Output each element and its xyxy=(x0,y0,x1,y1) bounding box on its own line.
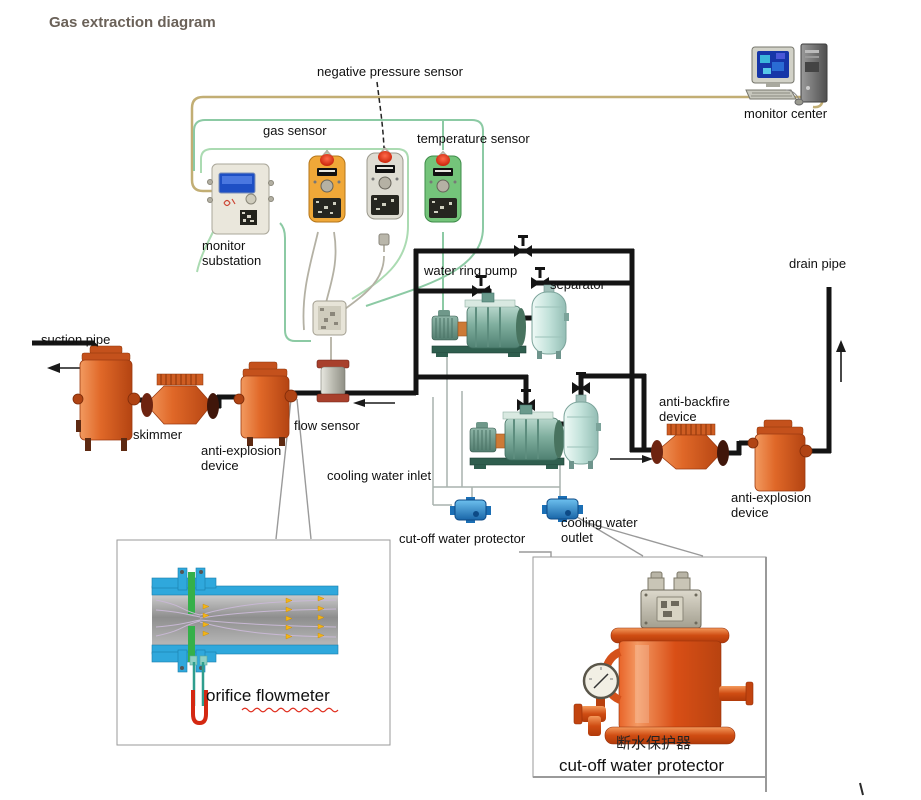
label-separator: separator xyxy=(550,277,605,292)
label-anti-explosion-left: anti-explosion device xyxy=(201,443,282,474)
monitor-substation-device xyxy=(207,163,274,235)
label-cut-off-water-protector: cut-off water protector xyxy=(399,531,526,546)
label-suction-pipe: suction pipe xyxy=(41,332,111,347)
label-temperature-sensor: temperature sensor xyxy=(417,131,530,146)
junction-box xyxy=(312,300,347,336)
valve-icon xyxy=(514,235,532,257)
page-title: Gas extraction diagram xyxy=(49,14,216,31)
flow-direction-arrows xyxy=(47,340,846,463)
label-cooling-water-outlet: cooling water outlet xyxy=(561,515,638,546)
signal-wiring xyxy=(190,95,824,361)
skimmer-device xyxy=(141,373,219,425)
separator-1 xyxy=(531,284,570,360)
anti-explosion-tank-left xyxy=(233,361,298,446)
sensor-plug xyxy=(378,233,390,246)
cooling-water-lines xyxy=(432,356,561,506)
water-ring-pump-1 xyxy=(431,292,527,358)
caption-orifice-flowmeter: orifice flowmeter xyxy=(206,686,330,705)
label-monitor-center: monitor center xyxy=(744,106,828,121)
temperature-sensor-device xyxy=(424,154,462,223)
keyboard xyxy=(745,89,797,100)
water-ring-pump-2 xyxy=(469,404,565,470)
label-flow-sensor: flow sensor xyxy=(294,418,360,433)
anti-backfire-device-graphic xyxy=(651,423,729,470)
label-drain-pipe: drain pipe xyxy=(789,256,847,271)
spellcheck-squiggle xyxy=(241,707,339,713)
orifice-flowmeter-graphic xyxy=(151,567,339,726)
caption-cut-off-protector-en: cut-off water protector xyxy=(559,756,725,775)
cut-off-water-protector-graphic xyxy=(573,571,754,745)
label-negative-pressure-sensor: negative pressure sensor xyxy=(317,64,463,79)
caption-cut-off-protector-zh: 断水保护器 xyxy=(616,735,692,752)
label-gas-sensor: gas sensor xyxy=(263,123,327,138)
negative-pressure-leader xyxy=(376,81,385,149)
label-anti-explosion-right: anti-explosion device xyxy=(731,490,812,521)
monitor-center-computer xyxy=(745,43,828,106)
flow-sensor-device xyxy=(316,359,350,403)
label-anti-backfire: anti-backfire device xyxy=(659,394,730,425)
mouse xyxy=(794,98,804,106)
suction-tank xyxy=(72,345,141,451)
leader-lines xyxy=(275,81,704,561)
manometer-u-tube xyxy=(191,690,208,726)
label-water-ring-pump: water ring pump xyxy=(424,263,518,278)
label-skimmer: skimmer xyxy=(133,427,183,442)
inset-box-edges xyxy=(533,557,767,792)
negative-pressure-sensor-device xyxy=(366,151,404,220)
cut-off-water-protector-1 xyxy=(449,496,492,524)
stray-mark xyxy=(859,782,864,796)
anti-explosion-tank-right xyxy=(747,419,813,492)
separator-2 xyxy=(563,394,602,470)
label-cooling-water-inlet: cooling water inlet xyxy=(327,468,432,483)
gas-sensor-device xyxy=(308,154,346,223)
label-monitor-substation: monitor substation xyxy=(202,238,262,269)
